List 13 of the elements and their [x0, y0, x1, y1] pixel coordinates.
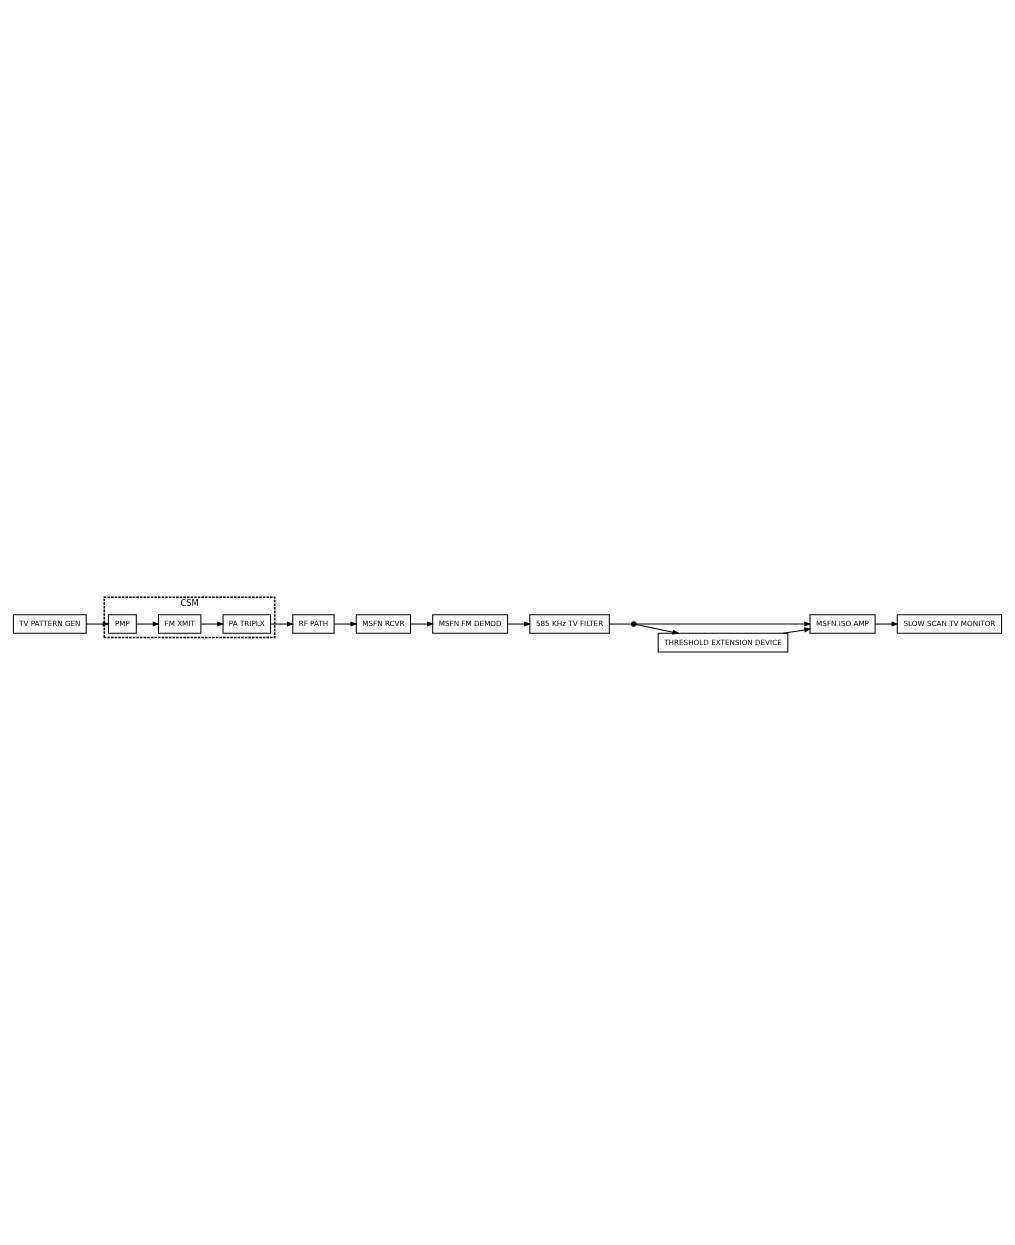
arrow	[135, 621, 160, 627]
connector	[608, 623, 632, 625]
arrow	[270, 621, 295, 627]
arrow	[874, 621, 899, 627]
arrow	[333, 621, 358, 627]
node-switch	[631, 621, 637, 627]
arrow	[782, 627, 812, 634]
arrow	[410, 621, 435, 627]
arrow	[200, 621, 225, 627]
arrow	[635, 621, 812, 627]
arrow	[507, 621, 532, 627]
arrow	[635, 623, 680, 635]
arrow	[85, 621, 110, 627]
